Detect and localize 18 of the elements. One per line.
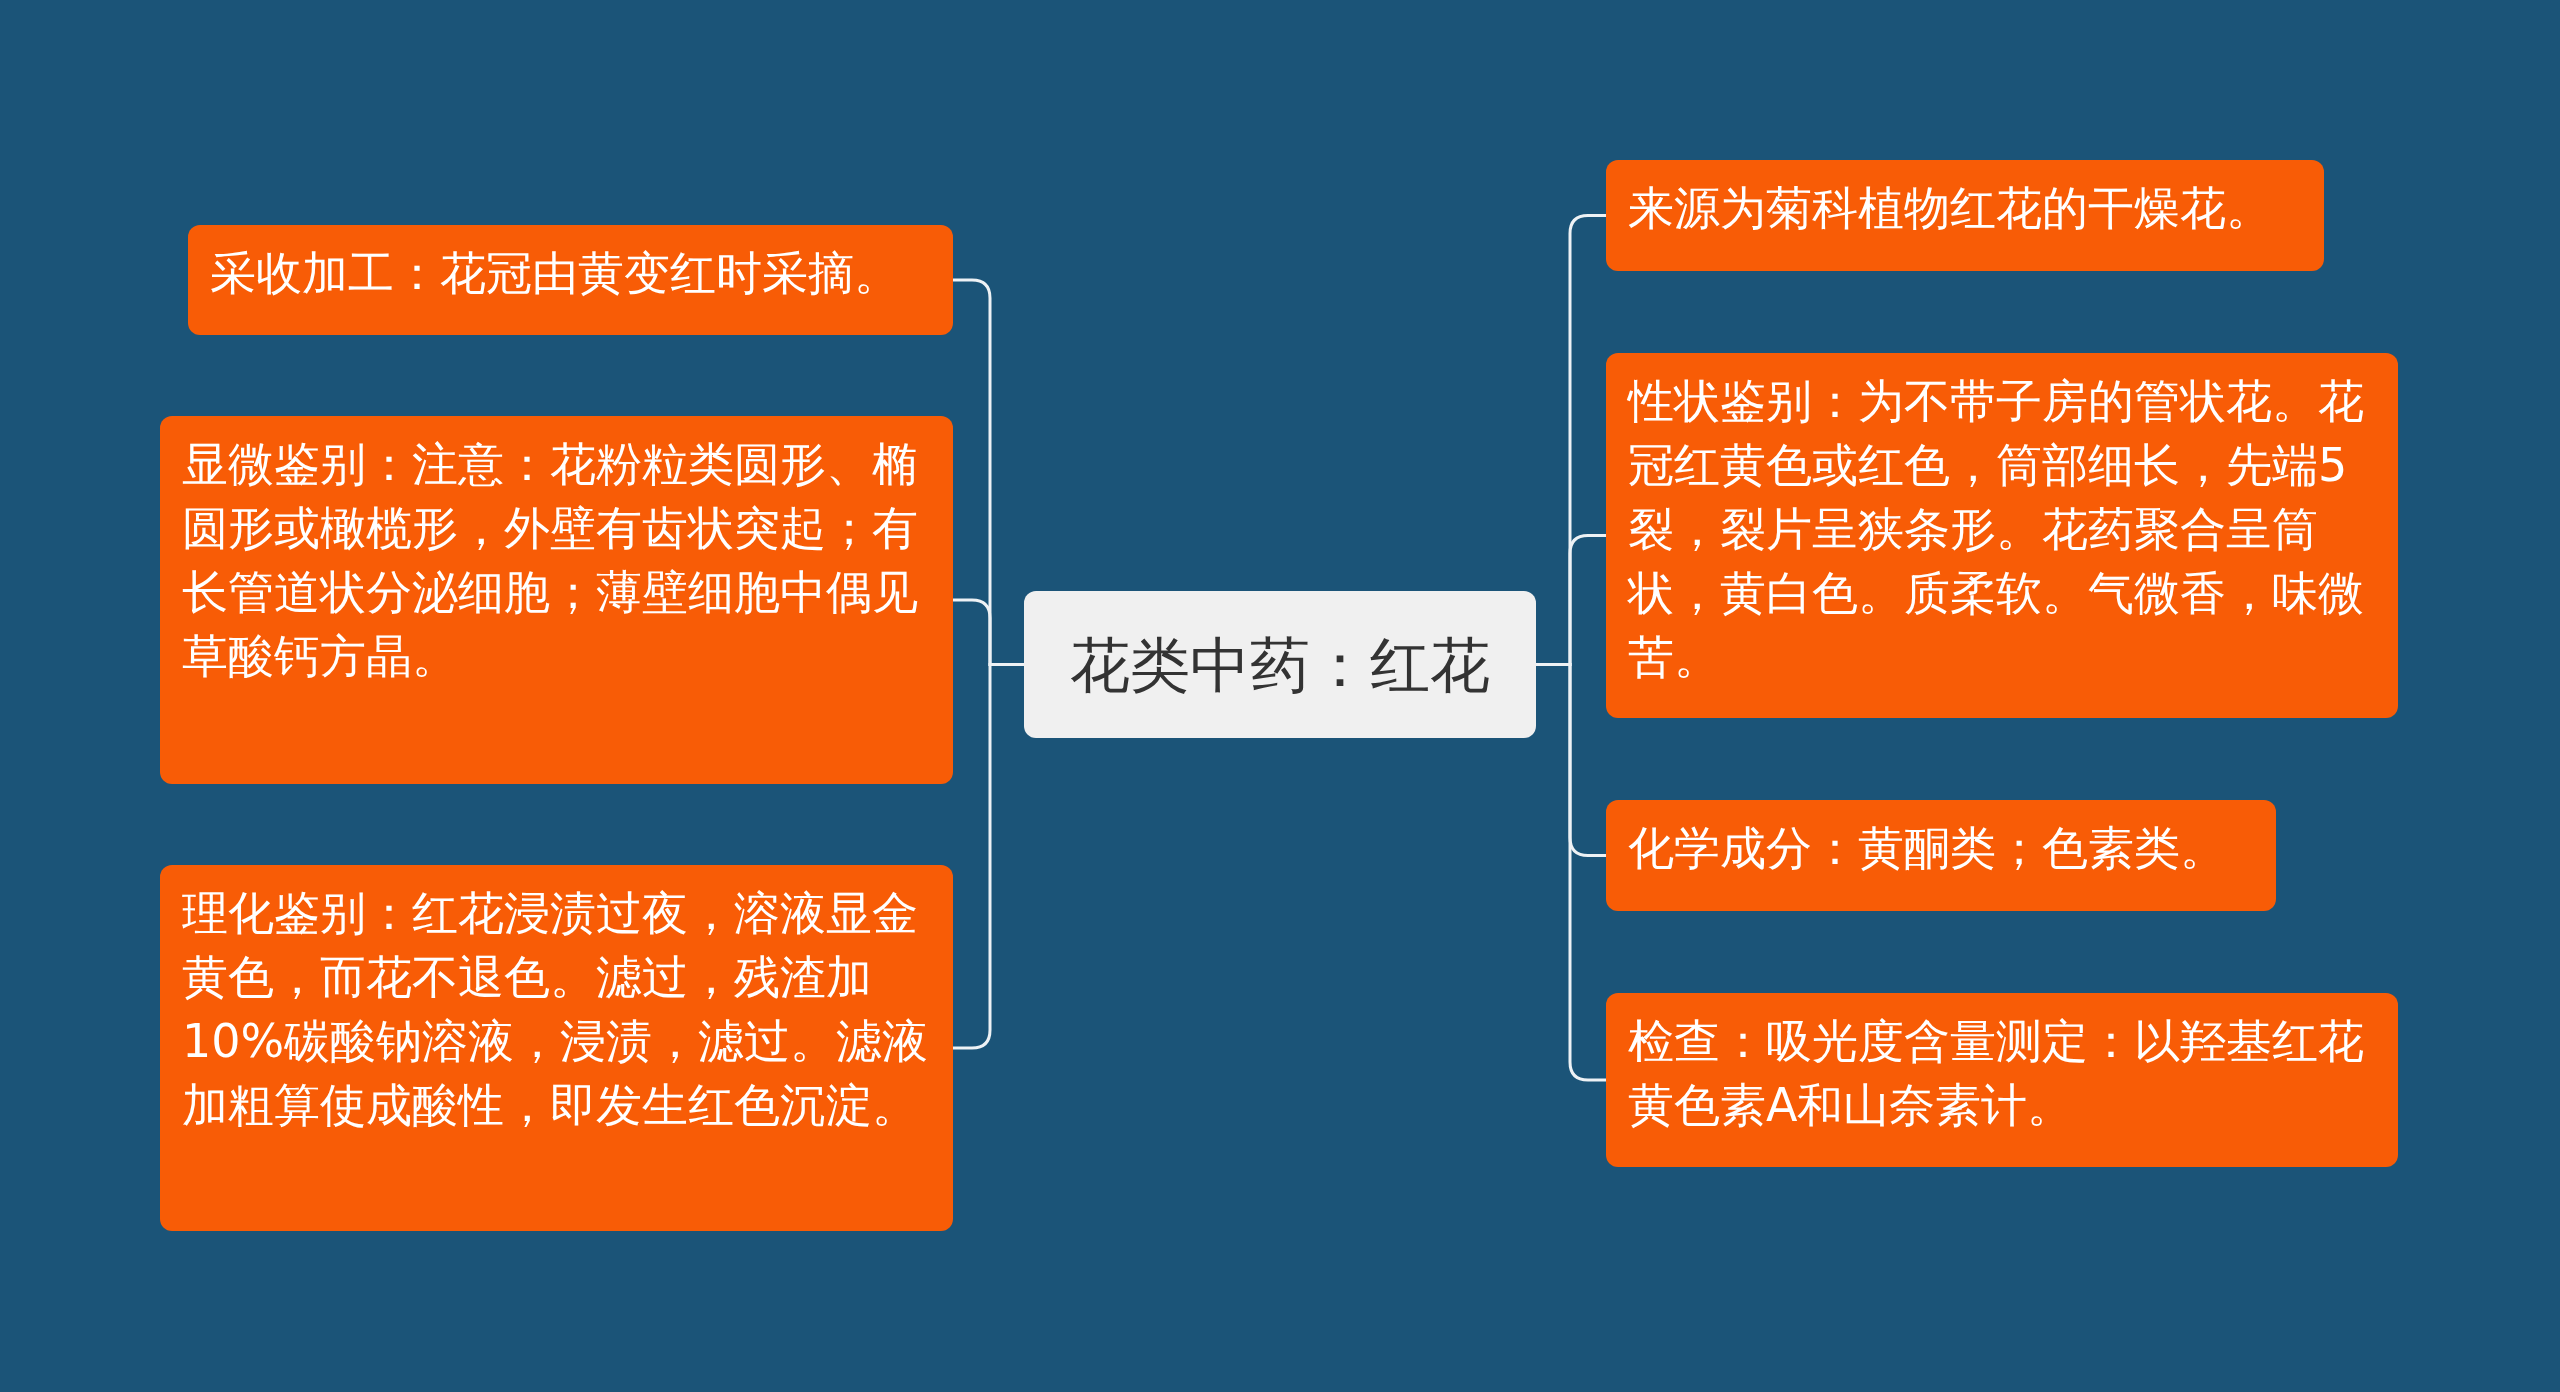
topic-card <box>1606 160 2324 271</box>
topic-card <box>1606 353 2398 718</box>
topic-text: 性状鉴别：为不带子房的管状花。花冠红黄色或红色，筒部细长，先端5裂，裂片呈狭条形。花药聚合呈筒状，黄白色。质柔软。气微香，味微苦。 <box>1628 373 2365 686</box>
topic-card <box>1606 800 2276 911</box>
topic-title: 花类中药：红花 <box>1070 628 1490 702</box>
topic-text: 理化鉴别：红花浸渍过夜，溶液显金黄色，而花不退色。滤过，残渣加10%碳酸钠溶液，浸渍，滤过。滤液加粗算使成酸性，即发生红色沉淀。 <box>182 885 930 1134</box>
topic-box <box>1024 591 1536 738</box>
topic-text: 显微鉴别：注意：花粉粒类圆形、椭圆形或橄榄形，外壁有齿状突起；有长管道状分泌细胞；薄壁细胞中偶见草酸钙方晶。 <box>182 436 919 685</box>
topic-text: 检查：吸光度含量测定：以羟基红花黄色素A和山奈素计。 <box>1628 1013 2365 1134</box>
topic-card <box>160 416 953 784</box>
topic-text: 化学成分：黄酮类；色素类。 <box>1628 820 2227 877</box>
topic-text: 采收加工：花冠由黄变红时采摘。 <box>210 245 901 302</box>
topic-text: 来源为菊科植物红花的干燥花。 <box>1628 180 2273 237</box>
connector-line <box>953 663 1024 1050</box>
topic-card <box>160 865 953 1231</box>
topic-card <box>1606 993 2398 1167</box>
topic-card <box>188 225 953 335</box>
connector-line <box>1536 663 1606 1082</box>
